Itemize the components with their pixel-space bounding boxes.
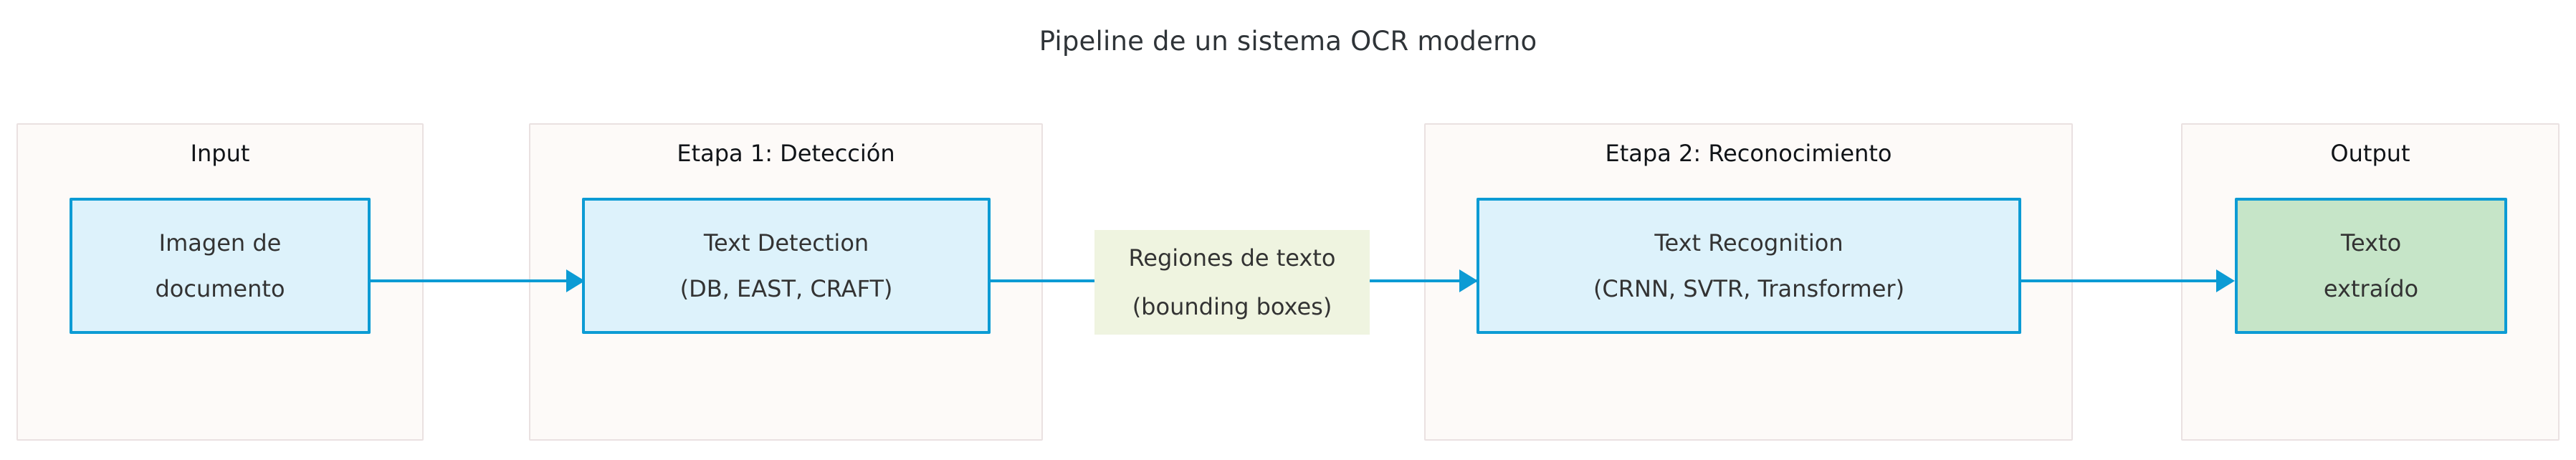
node-input-line1: Imagen de (158, 229, 282, 257)
node-text-detection[interactable]: Text Detection (DB, EAST, CRAFT) (582, 198, 991, 334)
page-title: Pipeline de un sistema OCR moderno (1039, 26, 1537, 57)
edge-detection-to-recognition-arrowhead-icon (1459, 269, 1478, 292)
node-output-line2: extraído (2323, 275, 2419, 302)
node-detection-line2: (DB, EAST, CRAFT) (679, 275, 893, 302)
edge-input-to-detection-line (369, 279, 568, 282)
node-input-document-image[interactable]: Imagen de documento (70, 198, 371, 334)
cluster-output-title: Output (2330, 140, 2410, 167)
edge-label-line2: (bounding boxes) (1132, 293, 1332, 320)
cluster-stage2-title: Etapa 2: Reconocimiento (1605, 140, 1892, 167)
edge-input-to-detection-arrowhead-icon (566, 269, 585, 292)
edge-label-line1: Regiones de texto (1128, 244, 1336, 272)
node-text-recognition[interactable]: Text Recognition (CRNN, SVTR, Transforme… (1477, 198, 2021, 334)
cluster-stage1-title: Etapa 1: Detección (677, 140, 895, 167)
edge-recognition-to-output-arrowhead-icon (2216, 269, 2235, 292)
node-recognition-line1: Text Recognition (1654, 229, 1843, 257)
node-output-line1: Texto (2340, 229, 2402, 257)
node-input-line2: documento (155, 275, 285, 302)
cluster-input-title: Input (190, 140, 250, 167)
edge-label-text-regions: Regiones de texto (bounding boxes) (1094, 230, 1370, 335)
edge-recognition-to-output-line (2018, 279, 2218, 282)
node-detection-line1: Text Detection (703, 229, 869, 257)
node-extracted-text[interactable]: Texto extraído (2235, 198, 2507, 334)
node-recognition-line2: (CRNN, SVTR, Transformer) (1593, 275, 1905, 302)
